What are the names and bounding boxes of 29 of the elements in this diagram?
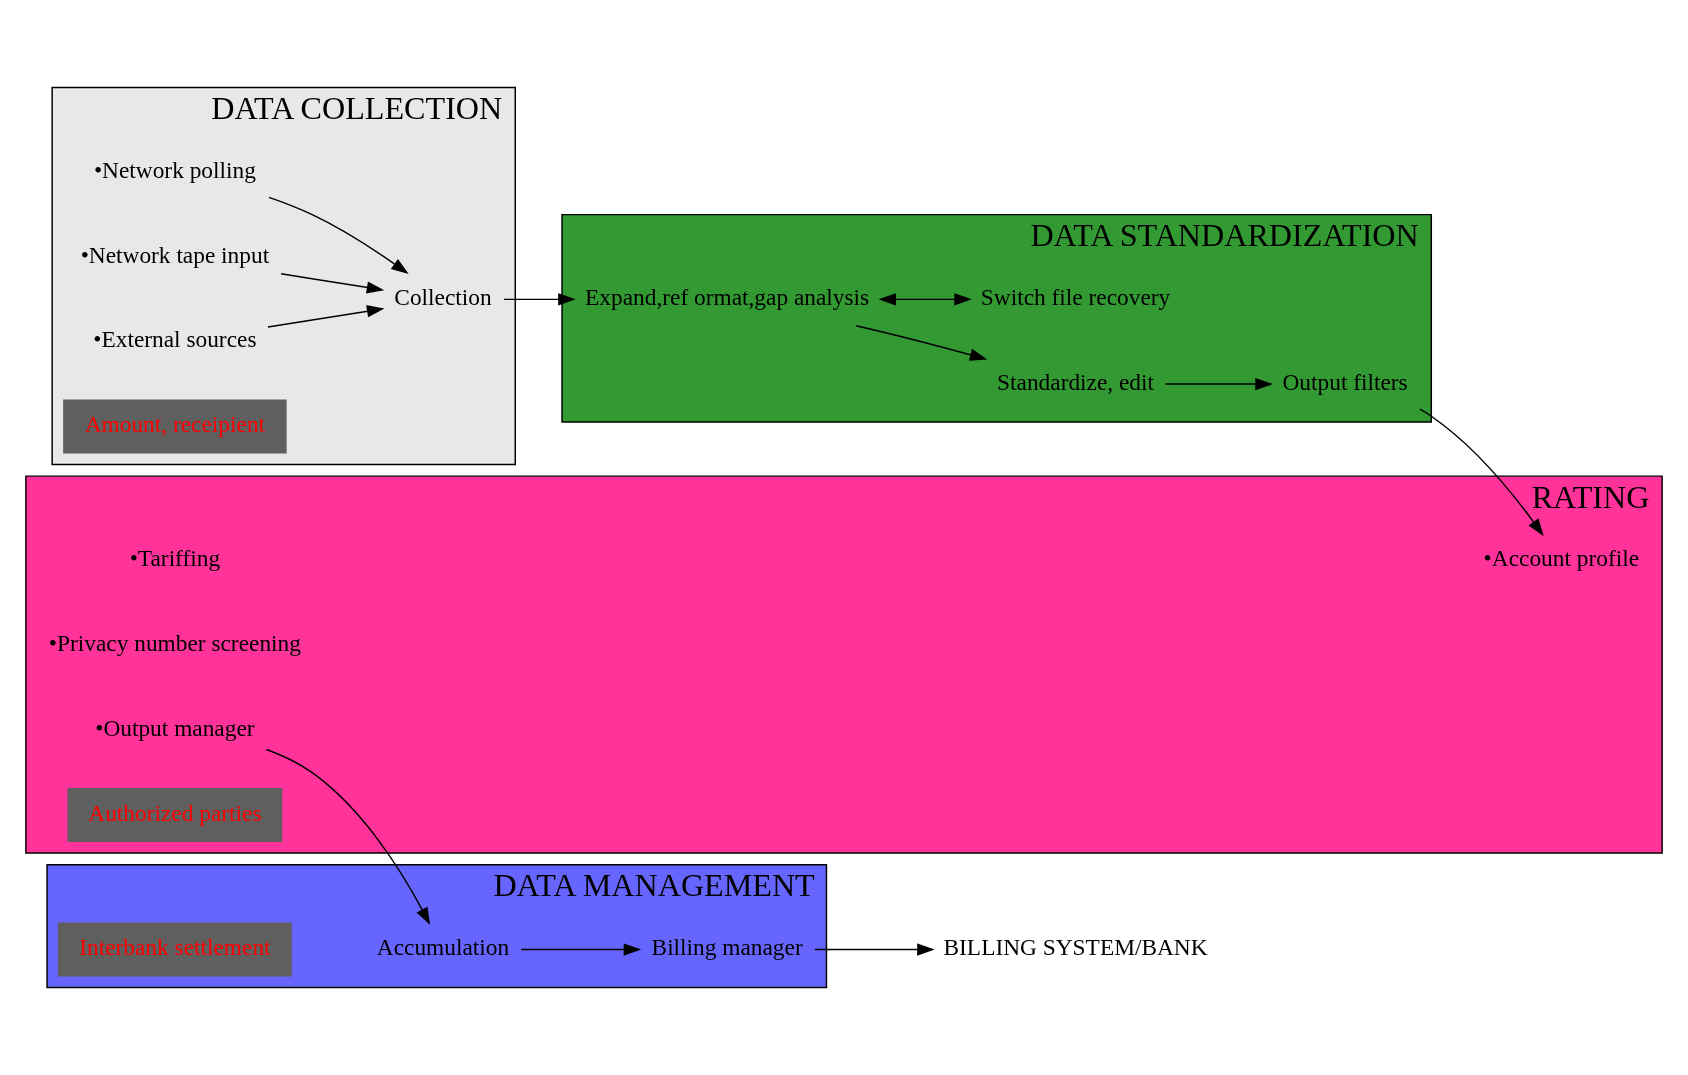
arrow xyxy=(503,293,576,306)
arrow xyxy=(520,943,642,956)
node-box: Amount, receipient xyxy=(63,399,287,454)
arrow xyxy=(267,305,385,328)
arrow xyxy=(265,748,431,926)
node-text: Output filters xyxy=(1282,368,1408,395)
node-text: •Network polling xyxy=(93,156,256,183)
arrow xyxy=(1419,408,1544,537)
node-text: Switch file recovery xyxy=(980,283,1171,310)
arrow xyxy=(814,943,935,956)
node-text: •External sources xyxy=(93,326,257,353)
node-text: Collection xyxy=(394,283,492,310)
node-box: Interbank settlement xyxy=(58,922,292,977)
node-text: •Network tape input xyxy=(80,241,270,268)
node-text: Accumulation xyxy=(376,934,510,961)
arrow xyxy=(855,325,988,361)
node-text: •Output manager xyxy=(95,714,255,741)
node-text: Expand,ref ormat,gap analysis xyxy=(585,283,870,310)
node-box: Authorized parties xyxy=(67,788,283,843)
node-text: •Account profile xyxy=(1483,545,1640,572)
node-text: Billing manager xyxy=(651,934,803,961)
node-text: Standardize, edit xyxy=(997,368,1155,395)
arrow xyxy=(280,273,385,294)
node-text: •Privacy number screening xyxy=(48,630,301,657)
node-text: •Tariffing xyxy=(129,545,221,572)
arrow xyxy=(1164,377,1273,391)
arrow xyxy=(878,293,972,306)
arrow xyxy=(268,196,409,275)
node-text: BILLING SYSTEM/BANK xyxy=(943,934,1208,961)
